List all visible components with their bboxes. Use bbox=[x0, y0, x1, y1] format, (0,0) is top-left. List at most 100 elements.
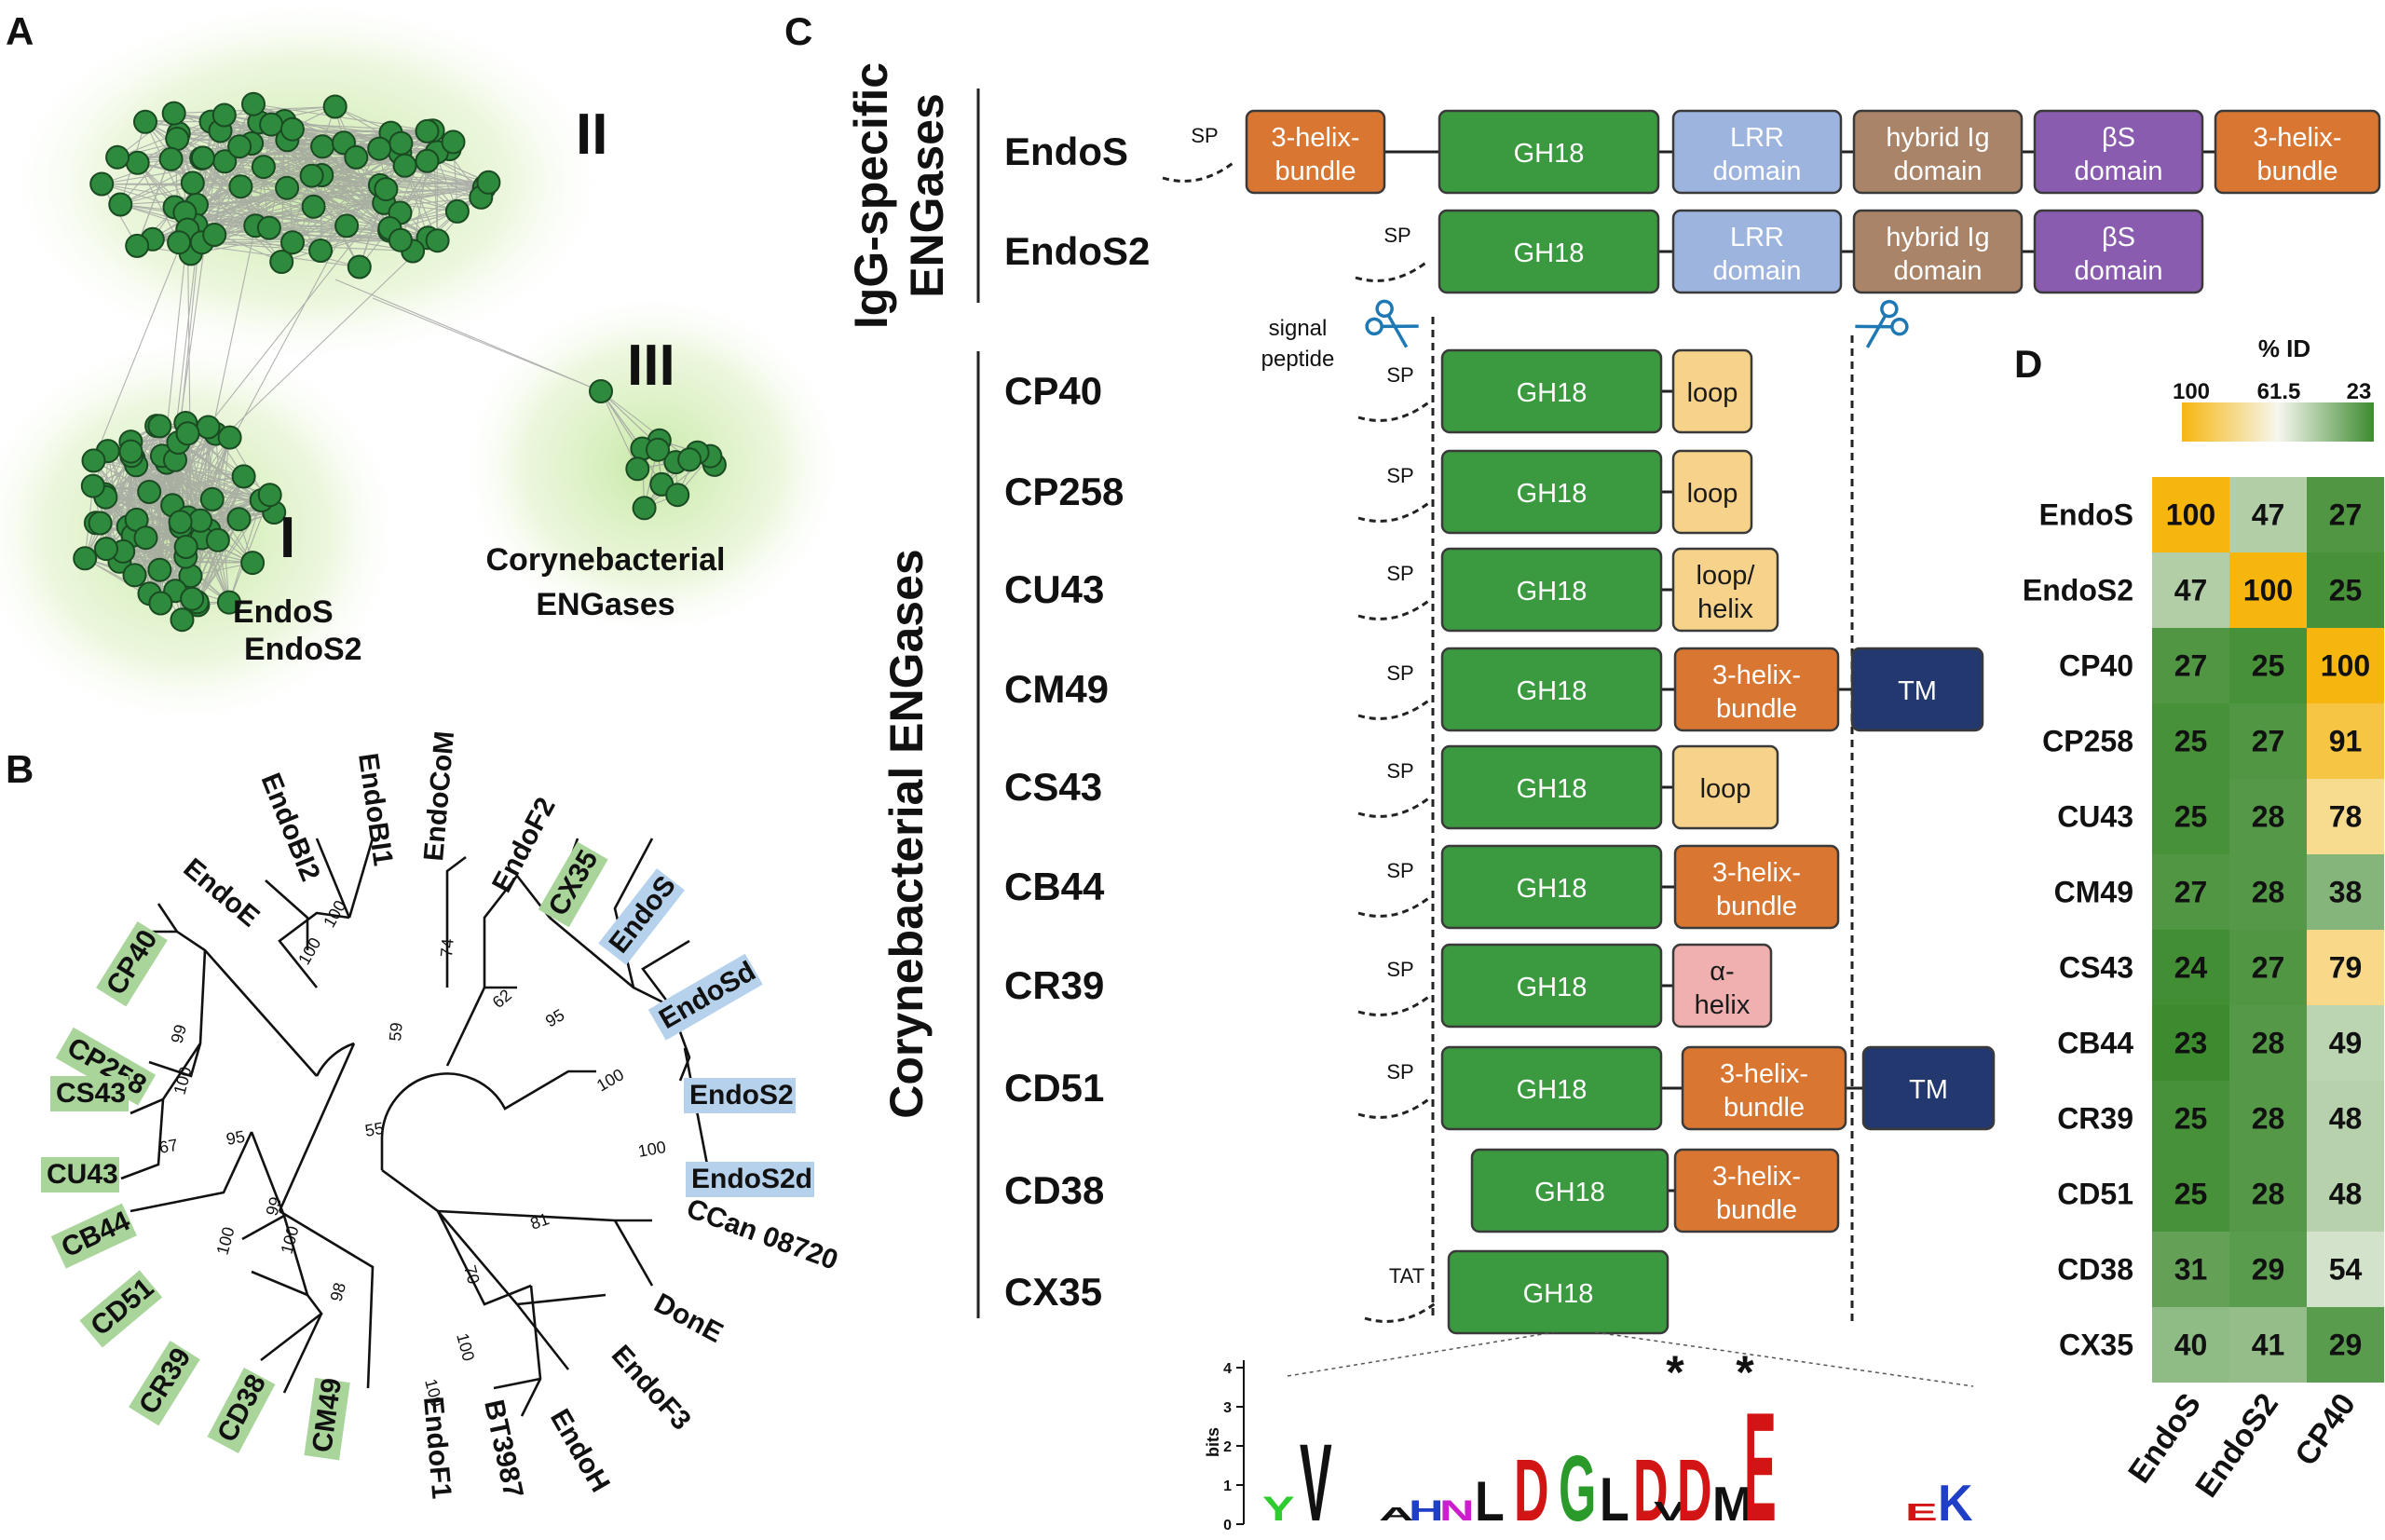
leader-peptide bbox=[1357, 795, 1432, 818]
heatmap-cell bbox=[2307, 1005, 2384, 1081]
helix-bundle-domain-box bbox=[1673, 844, 1840, 930]
network-node bbox=[347, 254, 372, 279]
hybrid-ig-domain-box bbox=[1852, 209, 2024, 294]
tree-branch bbox=[157, 903, 318, 1077]
bootstrap-value: 100 bbox=[294, 934, 324, 968]
network-node bbox=[251, 155, 276, 180]
protein-name: CX35 bbox=[1004, 1270, 1102, 1314]
network-node bbox=[190, 145, 215, 170]
cluster-one-member-endos2: EndoS2 bbox=[244, 632, 362, 667]
loop-domain-box bbox=[1671, 449, 1753, 535]
heatmap-cell bbox=[2152, 1307, 2229, 1383]
gh18-domain: GH18 bbox=[1440, 744, 1663, 830]
leaf-highlight bbox=[207, 1367, 276, 1453]
bootstrap-value: 100 bbox=[278, 1224, 303, 1256]
network-node bbox=[180, 586, 205, 611]
tree-leaf-label: BT3987 bbox=[478, 1397, 528, 1501]
network-edge bbox=[184, 225, 256, 557]
protein-name: CR39 bbox=[1004, 963, 1104, 1007]
bootstrap-value: 100 bbox=[593, 1065, 627, 1095]
network-node bbox=[299, 163, 324, 188]
heatmap-cell-value: 28 bbox=[2252, 800, 2285, 834]
network-edge bbox=[105, 462, 168, 550]
tree-leaf: EndoS2 bbox=[684, 1078, 796, 1113]
heatmap-cell-value: 29 bbox=[2329, 1329, 2363, 1362]
heatmap-cell bbox=[2152, 477, 2229, 552]
gh18-domain-box bbox=[1440, 449, 1663, 535]
network-node bbox=[170, 607, 195, 633]
leader-peptide bbox=[1162, 159, 1236, 183]
logo-letter-glyph: E bbox=[1744, 1381, 1777, 1540]
network-edge bbox=[600, 390, 662, 485]
leader-label: SP bbox=[1386, 759, 1413, 783]
bootstrap-value: 59 bbox=[386, 1022, 406, 1043]
heatmap-cell-value: 25 bbox=[2174, 800, 2208, 834]
tree-branch bbox=[129, 1131, 253, 1213]
heatmap-cell bbox=[2152, 930, 2229, 1005]
leader-label: SP bbox=[1191, 124, 1218, 147]
heatmap-cell-value: 27 bbox=[2329, 498, 2363, 532]
hybrid-ig-domain-label: domain bbox=[1893, 256, 1982, 286]
logo-letter-glyph: L bbox=[1600, 1465, 1629, 1533]
network-node bbox=[632, 496, 657, 521]
leader-label: SP bbox=[1386, 958, 1413, 981]
bootstrap-value: 99 bbox=[263, 1195, 286, 1219]
gh18-domain: GH18 bbox=[1440, 348, 1663, 434]
network-edge bbox=[240, 157, 357, 187]
network-node bbox=[388, 130, 414, 156]
network-node bbox=[125, 150, 150, 175]
helix-bundle-domain-box bbox=[1673, 647, 1840, 732]
cluster-three-label: III bbox=[627, 334, 675, 398]
heatmap-cell-value: 28 bbox=[2252, 876, 2285, 909]
tree-leaf: BT3987 bbox=[478, 1397, 528, 1501]
tree-branch bbox=[493, 1377, 541, 1390]
heatmap-cell bbox=[2229, 628, 2307, 703]
network-node bbox=[188, 508, 213, 533]
tree-branch bbox=[520, 1285, 542, 1417]
network-node bbox=[228, 174, 253, 199]
helix-bundle-domain-box bbox=[1245, 109, 1386, 195]
loop-domain-label: loop/ bbox=[1697, 561, 1756, 591]
logo-letter: L bbox=[1475, 1469, 1505, 1533]
logo-letter: D bbox=[1633, 1442, 1669, 1540]
loop-domain-label: loop bbox=[1700, 774, 1751, 804]
heatmap-cell-value: 100 bbox=[2166, 498, 2215, 532]
heatmap-cell-value: 27 bbox=[2174, 876, 2208, 909]
network-node bbox=[280, 230, 305, 255]
heatmap-cell bbox=[2152, 552, 2229, 628]
helix-bundle-domain-label: bundle bbox=[1716, 694, 1797, 724]
tree-branch bbox=[315, 838, 351, 919]
beta-sandwich-domain-label: domain bbox=[2074, 157, 2162, 186]
network-edge bbox=[179, 185, 485, 243]
leader-label: SP bbox=[1386, 1060, 1413, 1083]
helix-bundle-domain: 3-helix-bundle bbox=[1673, 647, 1840, 732]
leaf-highlight bbox=[686, 1162, 814, 1197]
network-node bbox=[73, 546, 98, 571]
heatmap-cell-value: 47 bbox=[2174, 574, 2208, 607]
loop-domain-box bbox=[1671, 348, 1753, 434]
bootstrap-value: 95 bbox=[225, 1127, 246, 1149]
network-nodes bbox=[73, 91, 727, 633]
logo-connector-left bbox=[1287, 1331, 1555, 1377]
logo-letter-glyph: V bbox=[1300, 1423, 1332, 1540]
leader-label: SP bbox=[1386, 661, 1413, 685]
heatmap-cell-value: 48 bbox=[2329, 1178, 2363, 1211]
gh18-domain-label: GH18 bbox=[1517, 479, 1588, 509]
domain-panel: IgG-specific ENGases Corynebacterial ENG… bbox=[845, 62, 2381, 1335]
logo-letter: K bbox=[1938, 1476, 1973, 1532]
heatmap-row-label: EndoS bbox=[2039, 498, 2133, 532]
logo-letter-glyph: G bbox=[1559, 1437, 1596, 1540]
network-node bbox=[240, 551, 266, 576]
heatmap-row-label: CS43 bbox=[2059, 951, 2133, 985]
logo-letter: D bbox=[1514, 1442, 1549, 1540]
gh18-domain-label: GH18 bbox=[1517, 874, 1588, 904]
heatmap-cell bbox=[2152, 628, 2229, 703]
tree-leaf-label: EndoF1 bbox=[417, 1396, 457, 1500]
leader-label: TAT bbox=[1389, 1264, 1424, 1288]
